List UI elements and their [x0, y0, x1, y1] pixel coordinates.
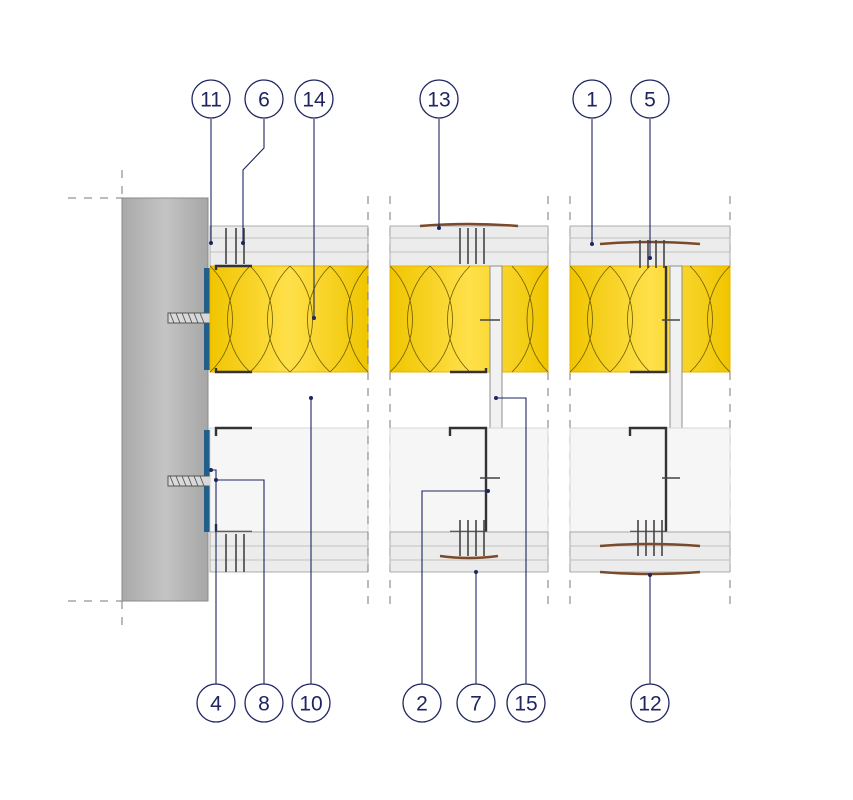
section-right [569, 196, 731, 604]
callout-1-label: 1 [586, 89, 598, 112]
callout-1: 1 [572, 79, 612, 119]
callout-14-label: 14 [302, 89, 326, 112]
callout-8-label: 8 [258, 693, 270, 716]
callout-13: 13 [419, 79, 459, 119]
mineral-wool-left [209, 265, 369, 373]
concrete-wall [121, 197, 209, 602]
callout-13-label: 13 [427, 89, 450, 112]
callout-12-label: 12 [638, 693, 661, 716]
callout-11: 11 [191, 79, 231, 119]
callout-10: 10 [291, 683, 331, 723]
section-middle [389, 196, 549, 604]
callout-4-label: 4 [210, 693, 222, 716]
wall-anchor-bottom [167, 475, 213, 487]
callout-14: 14 [294, 79, 334, 119]
callout-2: 2 [402, 683, 442, 723]
callout-11-label: 11 [200, 89, 222, 112]
section-left [209, 196, 369, 604]
callouts-bottom: 4 8 10 2 7 15 12 [196, 683, 670, 723]
wall-anchor-top [167, 312, 213, 324]
mineral-wool-right [569, 265, 731, 373]
callout-4: 4 [196, 683, 236, 723]
callout-8: 8 [244, 683, 284, 723]
callout-15: 15 [506, 683, 546, 723]
callout-12: 12 [630, 683, 670, 723]
callouts-top: 11 6 14 13 1 5 [191, 79, 670, 119]
leader-lines [209, 119, 652, 684]
callout-6: 6 [244, 79, 284, 119]
callout-2-label: 2 [416, 693, 428, 716]
callout-6-label: 6 [258, 89, 270, 112]
callout-15-label: 15 [514, 693, 537, 716]
callout-5: 5 [630, 79, 670, 119]
callout-7: 7 [456, 683, 496, 723]
wall-extension-lines [68, 170, 123, 630]
callout-7-label: 7 [470, 693, 482, 716]
callout-5-label: 5 [644, 89, 656, 112]
callout-10-label: 10 [299, 693, 322, 716]
